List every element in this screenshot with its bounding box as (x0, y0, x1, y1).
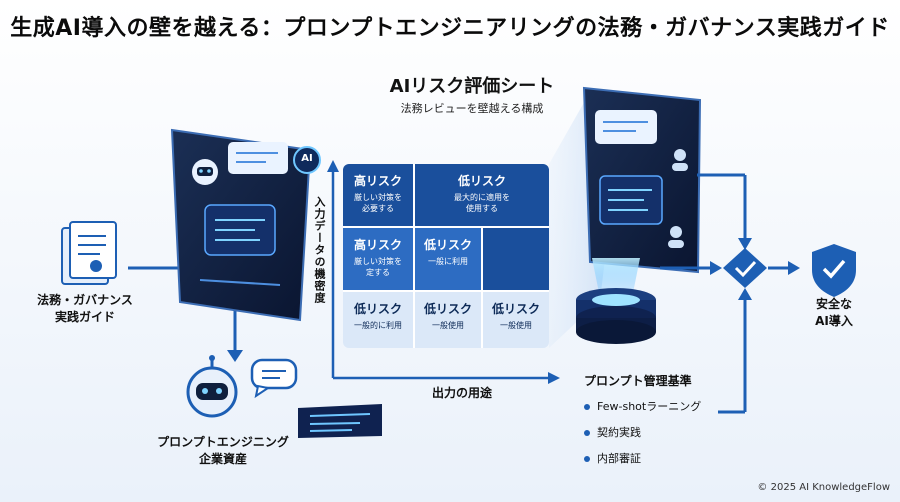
ai-badge-icon (293, 146, 321, 174)
x-axis-arrow (548, 372, 560, 384)
prompt-asset-label: プロンプトエンジニング 企業資産 (128, 434, 318, 468)
cell-heading: 低リスク (423, 238, 472, 252)
cell-detail: 使用する (466, 204, 498, 213)
ai-badge-label: AI (301, 153, 313, 164)
arrow-right-icon (788, 261, 800, 275)
arrow-up-icon (738, 288, 752, 300)
matrix-cell-low-4: 低リスク 一般使用 (415, 292, 483, 348)
prompt-management-title: プロンプト管理基準 (584, 374, 692, 388)
right-tablet (582, 86, 702, 274)
risk-sheet-title: AIリスク評価シート (389, 76, 555, 97)
arrow-down-icon (738, 238, 752, 250)
legal-guide-label: 法務・ガバナンス 実践ガイド (30, 292, 140, 326)
bullet-icon (584, 456, 590, 462)
message-card (298, 404, 382, 438)
prompt-management-item-label: Few-shotラーニング (597, 400, 702, 413)
cell-detail: 一般使用 (432, 321, 464, 330)
cell-heading: 高リスク (353, 238, 402, 252)
copyright: © 2025 AI KnowledgeFlow (757, 482, 890, 493)
user-icon (674, 149, 686, 161)
cell-heading: 低リスク (457, 174, 506, 188)
cell-detail: 定する (366, 268, 390, 277)
cell-detail: 必要する (362, 204, 394, 213)
matrix-cell-empty (483, 228, 549, 292)
cell-detail: 最大的に適用を (454, 193, 510, 202)
matrix-cell-low-5: 低リスク 一般使用 (483, 292, 549, 348)
left-tablet (170, 128, 312, 322)
risk-matrix: 高リスク 厳しい対策を 必要する 低リスク 最大的に適用を 使用する 高リスク … (343, 164, 549, 348)
prompt-management-item-label: 契約実践 (597, 426, 641, 439)
legal-guide-line1: 法務・ガバナンス (37, 293, 133, 307)
bullet-icon (584, 430, 590, 436)
matrix-cell-high-1: 高リスク 厳しい対策を 必要する (343, 164, 415, 228)
y-axis-label: 入力データの機密度 (313, 196, 326, 304)
bullet-icon (584, 404, 590, 410)
document-icon (61, 221, 117, 285)
cell-heading: 低リスク (353, 302, 402, 316)
checkmark-icon (723, 248, 767, 288)
cell-detail: 一般使用 (500, 321, 532, 330)
cell-heading: 高リスク (353, 174, 402, 188)
cell-detail: 厳しい対策を (354, 193, 402, 202)
prompt-management-item: 内部審証 (584, 450, 641, 466)
prompt-management-item: 契約実践 (584, 424, 641, 440)
arrow-down-icon (227, 350, 243, 362)
prompt-asset-line2: 企業資産 (198, 452, 247, 466)
robot-icon (186, 355, 238, 418)
x-axis-label: 出力の用途 (431, 386, 492, 400)
server-stack-icon (576, 258, 656, 344)
safe-adoption-line2: AI導入 (815, 314, 853, 328)
cell-detail: 一般に利用 (428, 257, 468, 266)
matrix-cell-low-3: 低リスク 一般的に利用 (343, 292, 415, 348)
page-title: 生成AI導入の壁を越える：プロンプトエンジニアリングの法務・ガバナンス実践ガイド (10, 16, 890, 41)
safe-adoption-label: 安全な AI導入 (794, 296, 874, 330)
prompt-management-item: Few-shotラーニング (584, 398, 701, 414)
user-icon (670, 226, 682, 238)
cell-heading: 低リスク (491, 302, 540, 316)
risk-sheet-subtitle: 法務レビューを壁越える構成 (400, 102, 544, 115)
cell-detail: 一般的に利用 (354, 321, 402, 330)
matrix-cell-low-1: 低リスク 最大的に適用を 使用する (415, 164, 549, 228)
shield-check-icon (812, 244, 856, 297)
cell-detail: 厳しい対策を (354, 257, 402, 266)
chat-bubble-icon (250, 358, 298, 399)
safe-adoption-line1: 安全な (815, 297, 852, 311)
matrix-cell-low-2: 低リスク 一般に利用 (415, 228, 483, 292)
prompt-management-item-label: 内部審証 (597, 452, 641, 465)
y-axis-arrow (327, 160, 339, 172)
cell-heading: 低リスク (423, 302, 472, 316)
prompt-asset-line1: プロンプトエンジニング (157, 435, 289, 449)
matrix-cell-high-2: 高リスク 厳しい対策を 定する (343, 228, 415, 292)
legal-guide-line2: 実践ガイド (54, 310, 115, 324)
